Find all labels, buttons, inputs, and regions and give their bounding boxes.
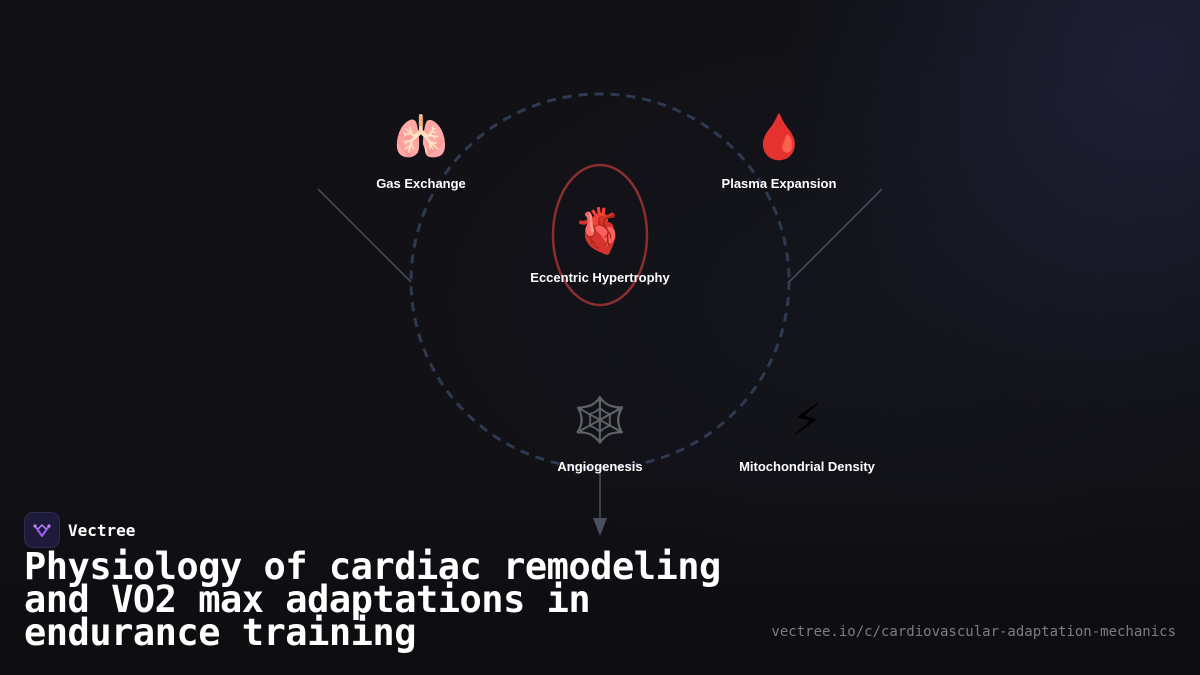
connector-left: [317, 188, 412, 283]
node-label: Gas Exchange: [376, 176, 466, 191]
anatomical-heart-icon: 🫀: [573, 206, 628, 256]
lungs-icon: 🫁: [394, 113, 449, 162]
node-label: Plasma Expansion: [722, 176, 837, 191]
node-angiogenesis: 🕸️ Angiogenesis: [557, 395, 642, 474]
arrow-head: [593, 518, 607, 536]
node-gas-exchange: 🫁 Gas Exchange: [376, 113, 466, 191]
node-mitochondrial-density: ⚡ Mitochondrial Density: [739, 396, 876, 474]
vectree-logo-icon: [24, 512, 60, 548]
node-plasma-expansion: 🩸 Plasma Expansion: [722, 112, 837, 191]
brand-name: Vectree: [68, 520, 136, 540]
page-title: Physiology of cardiac remodeling and VO2…: [24, 545, 721, 654]
source-url[interactable]: vectree.io/c/cardiovascular-adaptation-m…: [771, 624, 1176, 640]
lightning-icon: ⚡: [792, 396, 823, 445]
blood-drop-icon: 🩸: [752, 112, 807, 162]
connector-right: [788, 188, 883, 283]
node-label: Angiogenesis: [557, 459, 642, 474]
brand[interactable]: Vectree: [24, 512, 135, 548]
heart-highlight-ring: [551, 163, 649, 307]
node-label: Eccentric Hypertrophy: [530, 270, 670, 285]
node-label: Mitochondrial Density: [739, 459, 876, 474]
node-eccentric-hypertrophy: 🫀 Eccentric Hypertrophy: [530, 206, 670, 285]
web-icon: 🕸️: [573, 395, 628, 445]
